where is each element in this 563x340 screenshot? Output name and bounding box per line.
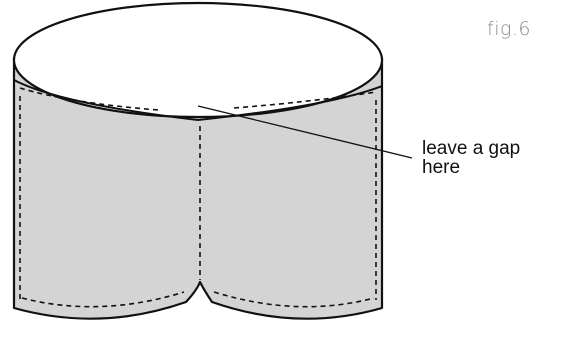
figure-label: fig.6 xyxy=(487,18,531,40)
waistband-fold-line xyxy=(13,79,383,122)
callout-line-2: here xyxy=(422,157,461,178)
shorts-body xyxy=(12,56,384,320)
right-leg-hem-stitch xyxy=(213,291,375,308)
waistband-stitch-right xyxy=(233,91,377,109)
callout-line-1: leave a gap xyxy=(422,138,521,159)
waist-opening xyxy=(12,1,384,119)
waistband-stitch-left xyxy=(19,87,159,111)
callout-pointer-line xyxy=(197,105,413,159)
left-leg-hem-stitch xyxy=(21,291,185,308)
callout-text: leave a gap here xyxy=(422,139,562,177)
